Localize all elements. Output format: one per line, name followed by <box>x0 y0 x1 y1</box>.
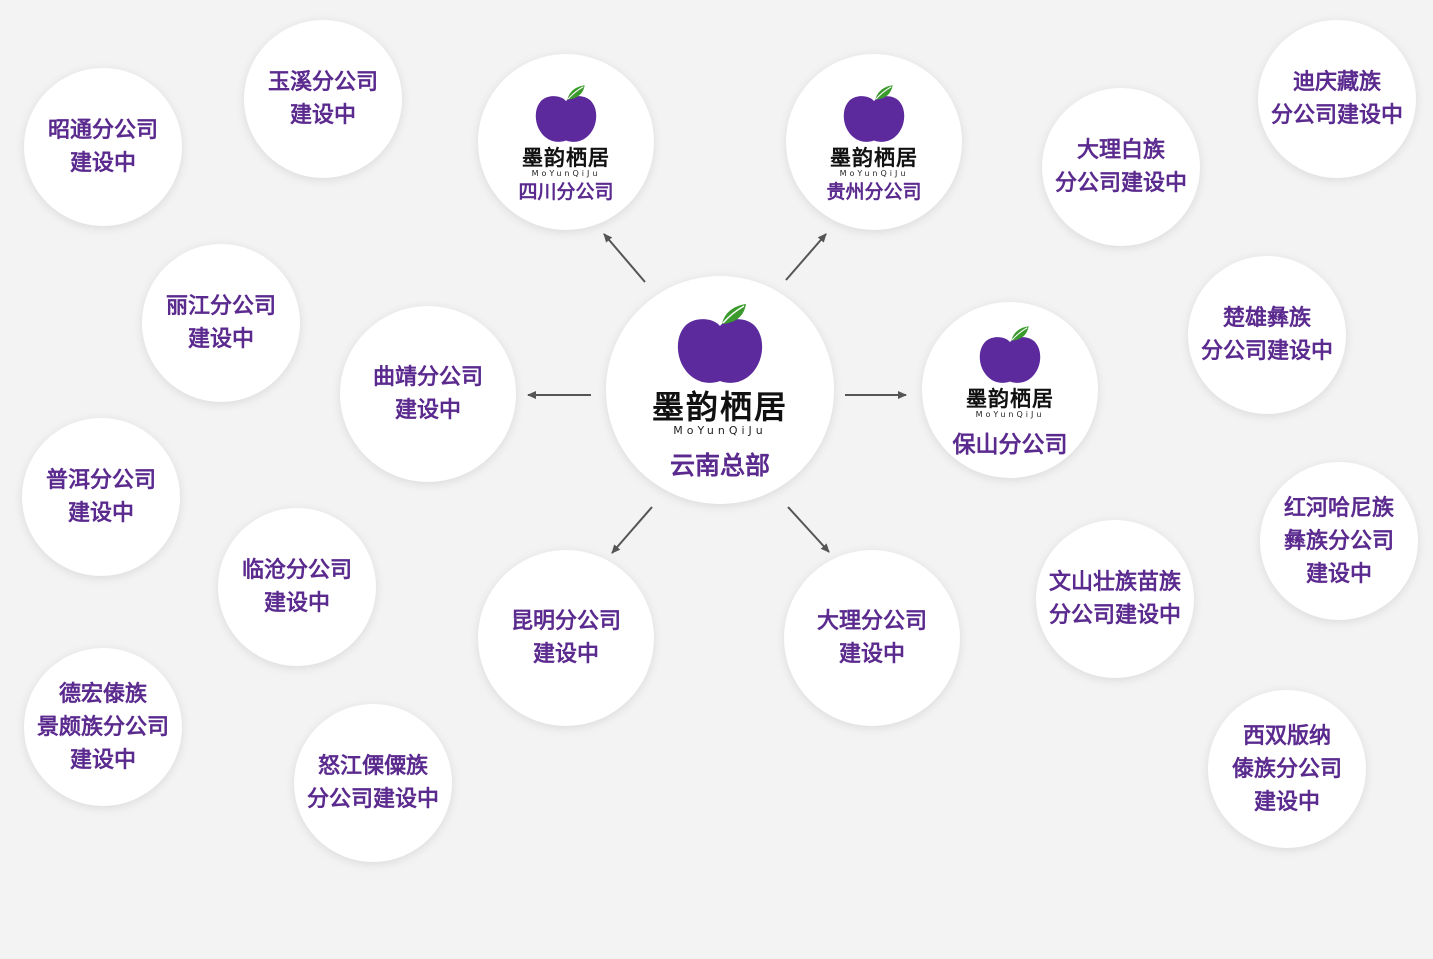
arrow-to-guizhou <box>785 233 827 281</box>
brand-pinyin: MoYunQiJu <box>673 424 767 437</box>
node-label: 曲靖分公司 <box>372 365 483 390</box>
brand-name: 墨韵栖居 <box>522 144 610 170</box>
node-dali: 大理分公司 建设中 <box>784 550 960 726</box>
purple-apple-icon <box>535 84 597 142</box>
node-label: 大理白族 <box>1076 138 1165 163</box>
node-status: 分公司建设中 <box>306 787 439 812</box>
arrow-to-sichuan <box>603 233 646 283</box>
node-label: 普洱分公司 <box>45 468 156 493</box>
brand-pinyin: MoYunQiJu <box>531 168 601 178</box>
node-label: 大理分公司 <box>816 609 927 634</box>
node-yuxi: 玉溪分公司 建设中 <box>244 20 402 178</box>
node-label: 楚雄彝族 <box>1222 306 1311 331</box>
node-status: 分公司建设中 <box>1200 339 1333 364</box>
node-status: 建设中 <box>394 398 461 423</box>
node-label: 傣族分公司 <box>1231 756 1342 782</box>
node-status: 建设中 <box>67 501 134 526</box>
node-zhaotong: 昭通分公司 建设中 <box>24 68 182 226</box>
node-status: 建设中 <box>1305 561 1372 587</box>
node-label: 临沧分公司 <box>241 558 352 583</box>
node-label: 彝族分公司 <box>1283 528 1394 554</box>
node-xishuangbanna: 西双版纳 傣族分公司 建设中 <box>1208 690 1366 848</box>
arrow-to-kunming <box>611 506 653 554</box>
hq-label: 云南总部 <box>669 451 770 480</box>
purple-apple-icon <box>843 84 905 142</box>
node-chuxiong: 楚雄彝族 分公司建设中 <box>1188 256 1346 414</box>
node-label: 昆明分公司 <box>510 609 621 634</box>
node-status: 建设中 <box>1253 789 1320 815</box>
node-nujiang: 怒江傈僳族 分公司建设中 <box>294 704 452 862</box>
brand-name: 墨韵栖居 <box>966 385 1054 411</box>
node-label: 迪庆藏族 <box>1292 70 1381 95</box>
node-wenshan: 文山壮族苗族 分公司建设中 <box>1036 520 1194 678</box>
node-lincang: 临沧分公司 建设中 <box>218 508 376 666</box>
node-label: 丽江分公司 <box>165 294 276 319</box>
node-lijiang: 丽江分公司 建设中 <box>142 244 300 402</box>
node-dehong: 德宏傣族 景颇族分公司 建设中 <box>24 648 182 806</box>
node-kunming: 昆明分公司 建设中 <box>478 550 654 726</box>
node-label: 怒江傈僳族 <box>317 754 428 779</box>
brand-pinyin: MoYunQiJu <box>839 168 909 178</box>
node-status: 建设中 <box>263 591 330 616</box>
node-status: 建设中 <box>187 327 254 352</box>
node-sichuan: 墨韵栖居 MoYunQiJu 四川分公司 <box>478 54 654 230</box>
brand-name: 墨韵栖居 <box>830 144 918 170</box>
node-label: 昭通分公司 <box>47 118 158 143</box>
node-label: 玉溪分公司 <box>267 70 378 95</box>
node-status: 建设中 <box>69 151 136 176</box>
node-status: 建设中 <box>532 642 599 667</box>
node-status: 分公司建设中 <box>1270 103 1403 128</box>
node-label: 德宏傣族 <box>58 681 147 707</box>
node-honghe: 红河哈尼族 彝族分公司 建设中 <box>1260 462 1418 620</box>
node-dali-bai: 大理白族 分公司建设中 <box>1042 88 1200 246</box>
node-label: 贵州分公司 <box>826 180 922 203</box>
node-label: 红河哈尼族 <box>1283 495 1394 521</box>
purple-apple-icon <box>677 304 763 383</box>
node-label: 景颇族分公司 <box>36 714 169 740</box>
node-status: 建设中 <box>838 642 905 667</box>
node-status: 分公司建设中 <box>1048 603 1181 628</box>
node-diqing: 迪庆藏族 分公司建设中 <box>1258 20 1416 178</box>
node-puer: 普洱分公司 建设中 <box>22 418 180 576</box>
brand-pinyin: MoYunQiJu <box>975 409 1045 419</box>
arrow-to-dali <box>787 506 830 553</box>
node-label: 保山分公司 <box>952 431 1068 458</box>
node-status: 分公司建设中 <box>1054 171 1187 196</box>
node-qujing: 曲靖分公司 建设中 <box>340 306 516 482</box>
node-guizhou: 墨韵栖居 MoYunQiJu 贵州分公司 <box>786 54 962 230</box>
brand-name: 墨韵栖居 <box>651 388 788 426</box>
node-label: 西双版纳 <box>1242 723 1331 749</box>
hq-node: 墨韵栖居 MoYunQiJu 云南总部 <box>606 276 834 504</box>
node-status: 建设中 <box>69 747 136 773</box>
node-label: 文山壮族苗族 <box>1048 570 1181 595</box>
node-label: 四川分公司 <box>518 180 614 203</box>
node-baoshan: 墨韵栖居 MoYunQiJu 保山分公司 <box>922 302 1098 478</box>
purple-apple-icon <box>979 325 1041 383</box>
node-status: 建设中 <box>289 103 356 128</box>
